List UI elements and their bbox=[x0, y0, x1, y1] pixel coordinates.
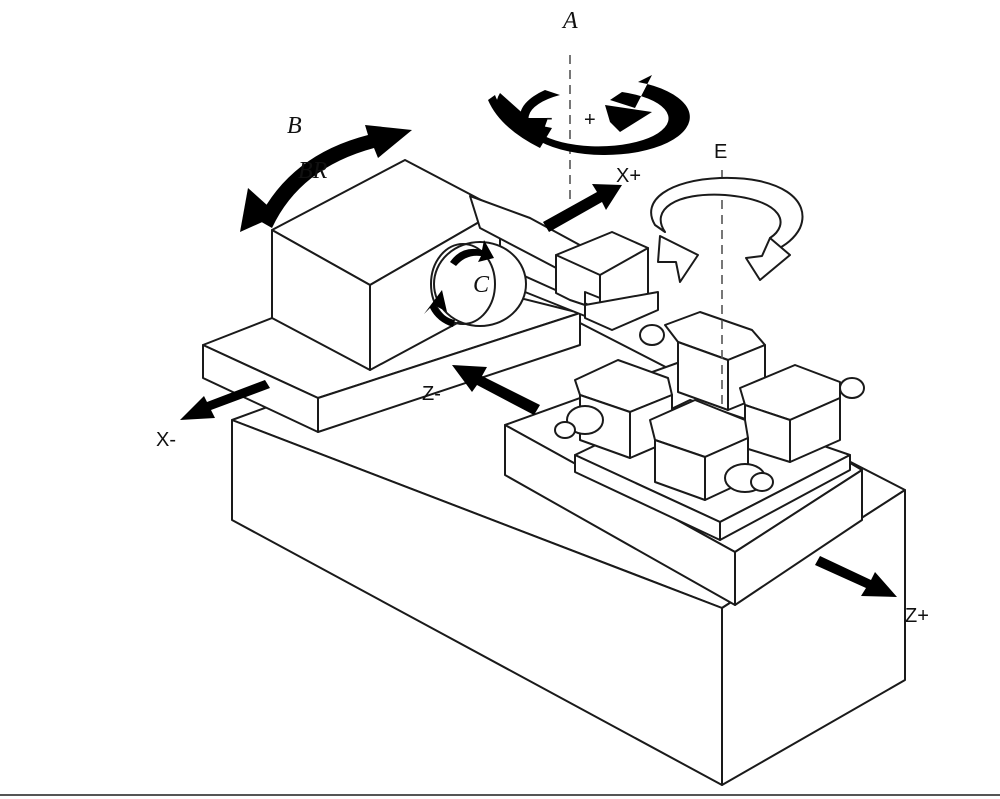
z-plus-arrow-icon bbox=[815, 556, 897, 597]
label-z-plus: Z+ bbox=[905, 605, 929, 627]
vise-block-top bbox=[639, 311, 766, 411]
b-rotation-arrow-icon bbox=[240, 125, 412, 232]
label-plus-sign: + bbox=[584, 109, 596, 131]
z-minus-arrow-icon bbox=[452, 365, 540, 415]
x-plus-arrow-icon bbox=[543, 184, 622, 232]
label-a: A bbox=[561, 8, 578, 34]
e-rotation-arrow-icon bbox=[650, 176, 804, 283]
label-c: C bbox=[473, 272, 490, 298]
label-x-minus: X- bbox=[156, 429, 176, 451]
label-x-plus: X+ bbox=[616, 165, 641, 187]
c-rotation-arrow-icon bbox=[424, 240, 494, 327]
x-minus-arrow-icon bbox=[180, 380, 270, 420]
vise-block-right bbox=[739, 364, 865, 463]
tool-holder bbox=[555, 231, 659, 331]
a-rotation-arrow-icon bbox=[488, 75, 690, 155]
label-br: BR bbox=[298, 158, 328, 184]
label-minus-sign: - bbox=[546, 107, 553, 129]
label-e: E bbox=[714, 141, 727, 163]
label-z-minus: Z- bbox=[422, 383, 441, 405]
label-b: B bbox=[287, 113, 302, 139]
vise-block-front bbox=[649, 399, 774, 501]
